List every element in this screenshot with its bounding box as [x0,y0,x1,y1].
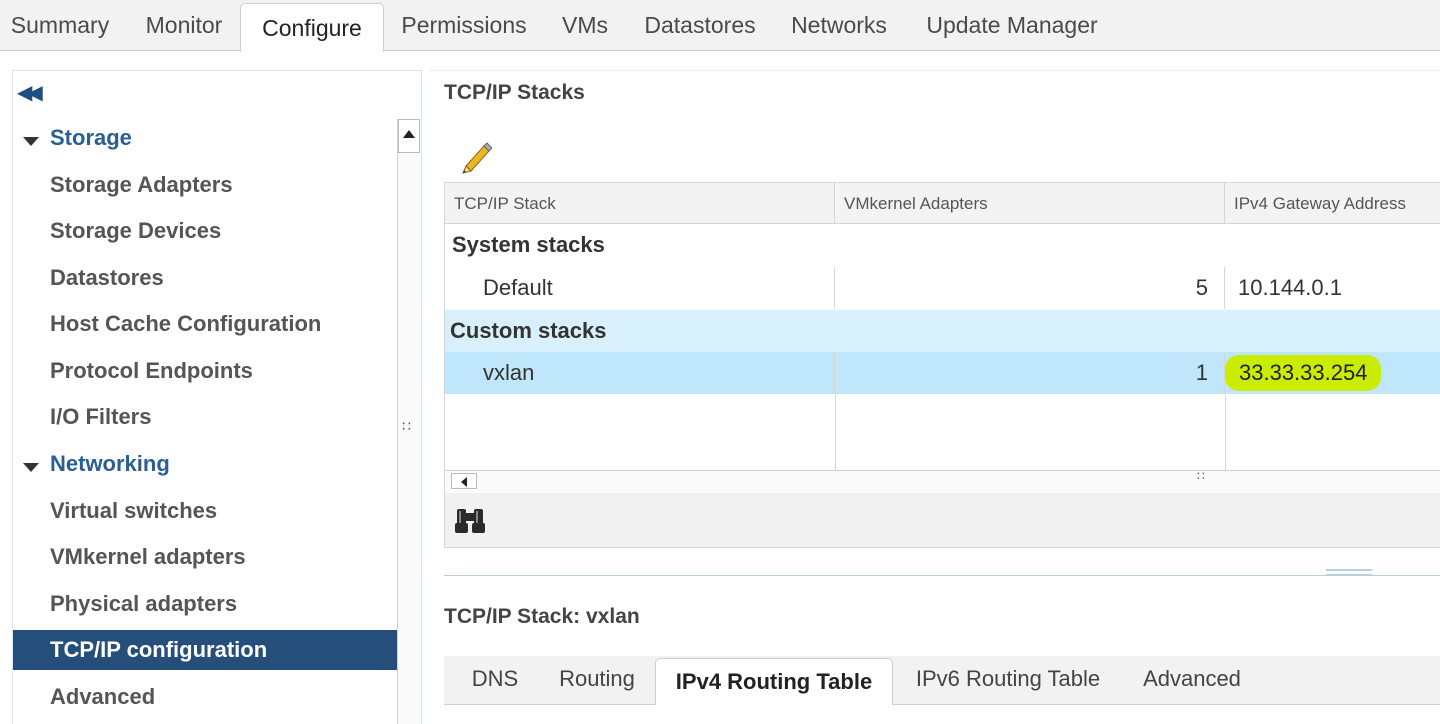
tab-networks[interactable]: Networks [791,12,887,38]
cell-stack-name: Default [445,267,835,309]
tab-permissions[interactable]: Permissions [401,12,527,38]
nav-section-networking[interactable]: Networking [13,444,397,484]
tab-datastores[interactable]: Datastores [644,12,756,38]
group-row-system-stacks: System stacks [445,224,1440,266]
tab-ipv4-routing-table[interactable]: IPv4 Routing Table [655,658,893,706]
nav-item-vmkernel-adapters[interactable]: VMkernel adapters [13,537,397,577]
expand-arrow-icon [23,137,39,146]
pane-divider [444,575,1440,576]
cell-gateway-highlighted: 33.33.33.254 [1225,352,1440,394]
grid-header: TCP/IP Stack VMkernel Adapters IPv4 Gate… [445,183,1440,224]
binoculars-icon[interactable] [453,505,487,535]
nav-item-tcpip-configuration[interactable]: TCP/IP configuration [13,630,397,670]
scroll-up-arrow-icon[interactable] [398,119,420,153]
cell-stack-name: vxlan [445,352,835,394]
settings-nav-panel: ◀◀ Storage Storage Adapters Storage Devi… [12,70,422,724]
nav-section-storage[interactable]: Storage [13,118,397,158]
table-row-selected[interactable]: vxlan 1 33.33.33.254 [445,352,1440,394]
tab-dns[interactable]: DNS [471,666,519,691]
expand-arrow-icon [23,463,39,472]
double-chevron-left-icon[interactable]: ◀◀ [17,82,43,104]
group-label: System stacks [452,232,605,257]
tab-configure[interactable]: Configure [240,3,384,52]
column-divider [835,395,836,471]
highlighted-gateway-value: 33.33.33.254 [1225,355,1382,391]
column-header-ipv4-gateway[interactable]: IPv4 Gateway Address [1234,194,1406,213]
top-tab-bar: Summary Monitor Configure Permissions VM… [0,0,1440,52]
cell-adapters-count: 5 [835,267,1225,309]
nav-item-label: Datastores [50,265,164,290]
nav-item-label: Protocol Endpoints [50,358,253,383]
nav-item-io-filters[interactable]: I/O Filters [13,397,397,437]
horizontal-scrollbar[interactable]: ∷ [445,470,1440,494]
nav-item-advanced[interactable]: Advanced [13,677,397,717]
nav-item-label: TCP/IP configuration [50,637,268,662]
tab-routing[interactable]: Routing [559,666,635,691]
tcpip-stacks-grid: TCP/IP Stack VMkernel Adapters IPv4 Gate… [444,182,1440,548]
panel-resize-grip-icon[interactable]: ∷ [402,418,411,434]
nav-item-label: Storage Devices [50,218,222,243]
nav-item-label: Virtual switches [50,498,218,523]
nav-item-datastores[interactable]: Datastores [13,258,397,298]
nav-item-physical-adapters[interactable]: Physical adapters [13,584,397,624]
nav-item-host-cache-configuration[interactable]: Host Cache Configuration [13,304,397,344]
tab-advanced[interactable]: Advanced [1143,666,1241,691]
detail-title: TCP/IP Stack: vxlan [444,605,640,628]
column-header-tcpip-stack[interactable]: TCP/IP Stack [445,183,835,223]
detail-content [444,705,1440,723]
nav-item-label: I/O Filters [50,404,152,429]
tab-ipv6-routing-table[interactable]: IPv6 Routing Table [915,666,1101,691]
column-divider [1225,395,1226,471]
nav-item-label: Host Cache Configuration [50,311,322,336]
group-row-custom-stacks: Custom stacks [445,310,1440,352]
pencil-icon[interactable] [460,140,492,174]
nav-item-label: VMkernel adapters [50,544,246,569]
page-title: TCP/IP Stacks [444,81,585,104]
group-label: Custom stacks [450,318,607,343]
nav-section-label: Storage [50,125,132,150]
nav-scrollbar[interactable] [397,119,420,724]
tab-update-manager[interactable]: Update Manager [926,12,1098,38]
nav-item-label: Advanced [50,684,156,709]
column-resize-grip-icon[interactable]: ∷ [1197,469,1205,483]
tab-vms[interactable]: VMs [562,12,608,38]
detail-tab-bar: DNS Routing IPv4 Routing Table IPv6 Rout… [444,656,1440,706]
nav-section-label: Networking [50,451,170,476]
nav-item-virtual-switches[interactable]: Virtual switches [13,491,397,531]
table-row[interactable]: Default 5 10.144.0.1 [445,267,1440,309]
cell-gateway: 10.144.0.1 [1238,275,1342,300]
nav-item-label: Physical adapters [50,591,238,616]
nav-item-label: Storage Adapters [50,172,233,197]
nav-item-protocol-endpoints[interactable]: Protocol Endpoints [13,351,397,391]
splitter-grip-icon[interactable] [1326,569,1372,581]
tab-monitor[interactable]: Monitor [145,12,223,38]
nav-item-storage-adapters[interactable]: Storage Adapters [13,165,397,205]
cell-adapters-count: 1 [835,352,1225,394]
scroll-left-arrow-icon[interactable] [451,473,477,489]
nav-item-storage-devices[interactable]: Storage Devices [13,211,397,251]
grid-footer [445,493,1440,547]
column-header-vmkernel-adapters[interactable]: VMkernel Adapters [835,183,1225,223]
tab-summary[interactable]: Summary [10,12,110,38]
